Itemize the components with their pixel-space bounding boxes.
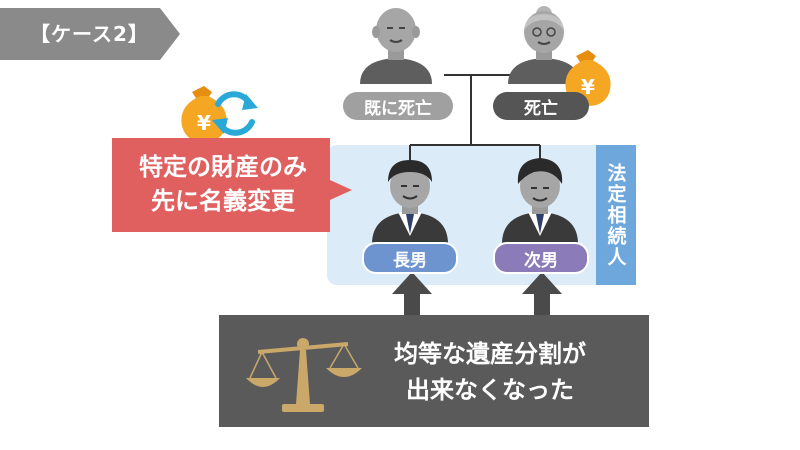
callout-bubble (112, 138, 352, 232)
scale-icon (246, 338, 362, 412)
grandfather-status: 既に死亡 (343, 92, 453, 120)
result-line-2: 出来なくなった (406, 376, 574, 404)
callout-text: 特定の財産のみ 先に名義変更 (118, 150, 328, 218)
second-son-icon (502, 158, 578, 244)
arrow-up-icon (522, 272, 562, 316)
arrow-up-icon (392, 272, 432, 316)
case-label: 【ケース2】 (30, 22, 149, 46)
callout-line-2: 先に名義変更 (151, 187, 295, 215)
eldest-son-icon (372, 160, 448, 244)
money-bag-icon: ¥ (181, 86, 227, 142)
legal-heirs-text: 法定相続人 (604, 162, 627, 268)
grandmother-status: 死亡 (493, 92, 589, 120)
legal-heirs-label: 法定相続人 (596, 145, 636, 285)
family-tree-lines (409, 74, 541, 162)
result-text: 均等な遺産分割が 出来なくなった (345, 336, 635, 408)
callout-line-1: 特定の財産のみ (139, 153, 307, 181)
refresh-icon (212, 91, 258, 136)
grandfather-icon (360, 8, 432, 84)
second-son-label: 次男 (493, 242, 589, 274)
grandmother-icon (508, 6, 580, 84)
svg-text:¥: ¥ (581, 75, 595, 99)
result-line-1: 均等な遺産分割が (394, 340, 586, 368)
case-tab-shape (0, 8, 180, 60)
eldest-son-label: 長男 (362, 242, 458, 274)
svg-text:¥: ¥ (197, 111, 211, 135)
